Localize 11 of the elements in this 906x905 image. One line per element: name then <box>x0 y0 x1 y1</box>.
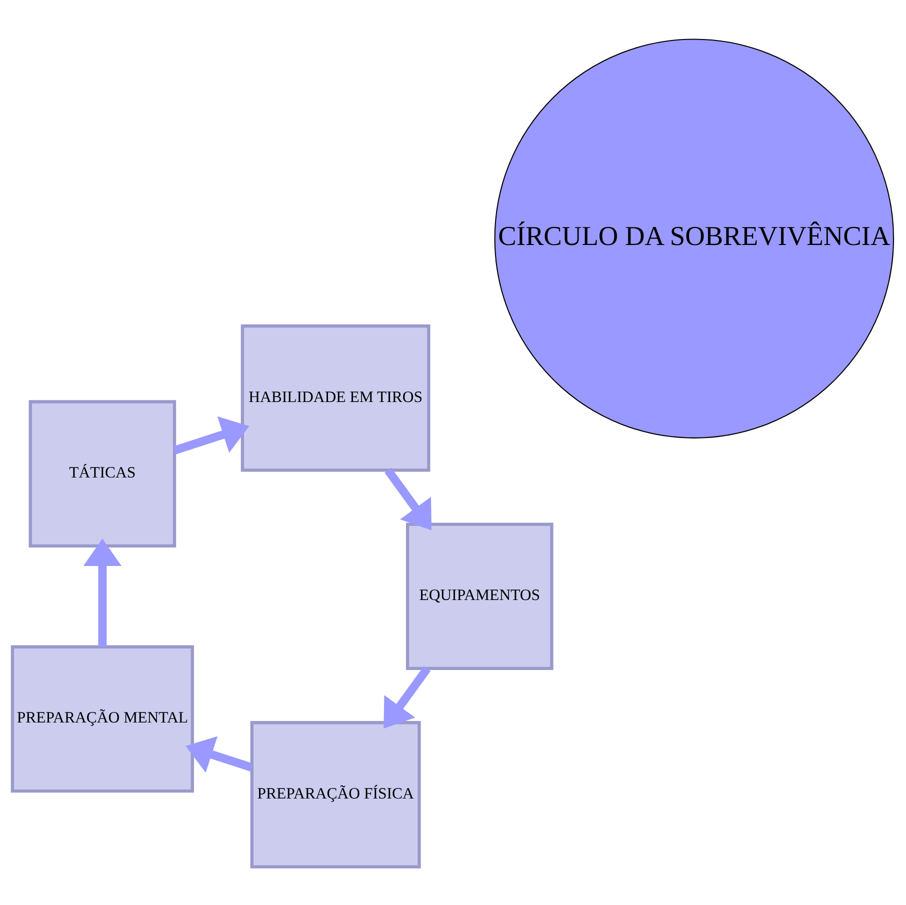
node-box: PREPARAÇÃO MENTAL <box>10 644 194 792</box>
arrow <box>384 467 432 530</box>
node-box: HABILIDADE EM TIROS <box>240 324 430 472</box>
arrow <box>83 538 122 646</box>
arrow <box>384 666 431 728</box>
arrow <box>173 416 250 454</box>
node-box: EQUIPAMENTOS <box>406 522 554 670</box>
node-box: TÁTICAS <box>28 400 176 547</box>
arrow <box>186 736 254 772</box>
node-circle: CÍRCULO DA SOBREVIVÊNCIA <box>494 38 894 438</box>
node-box: PREPARAÇÃO FÍSICA <box>250 720 421 868</box>
